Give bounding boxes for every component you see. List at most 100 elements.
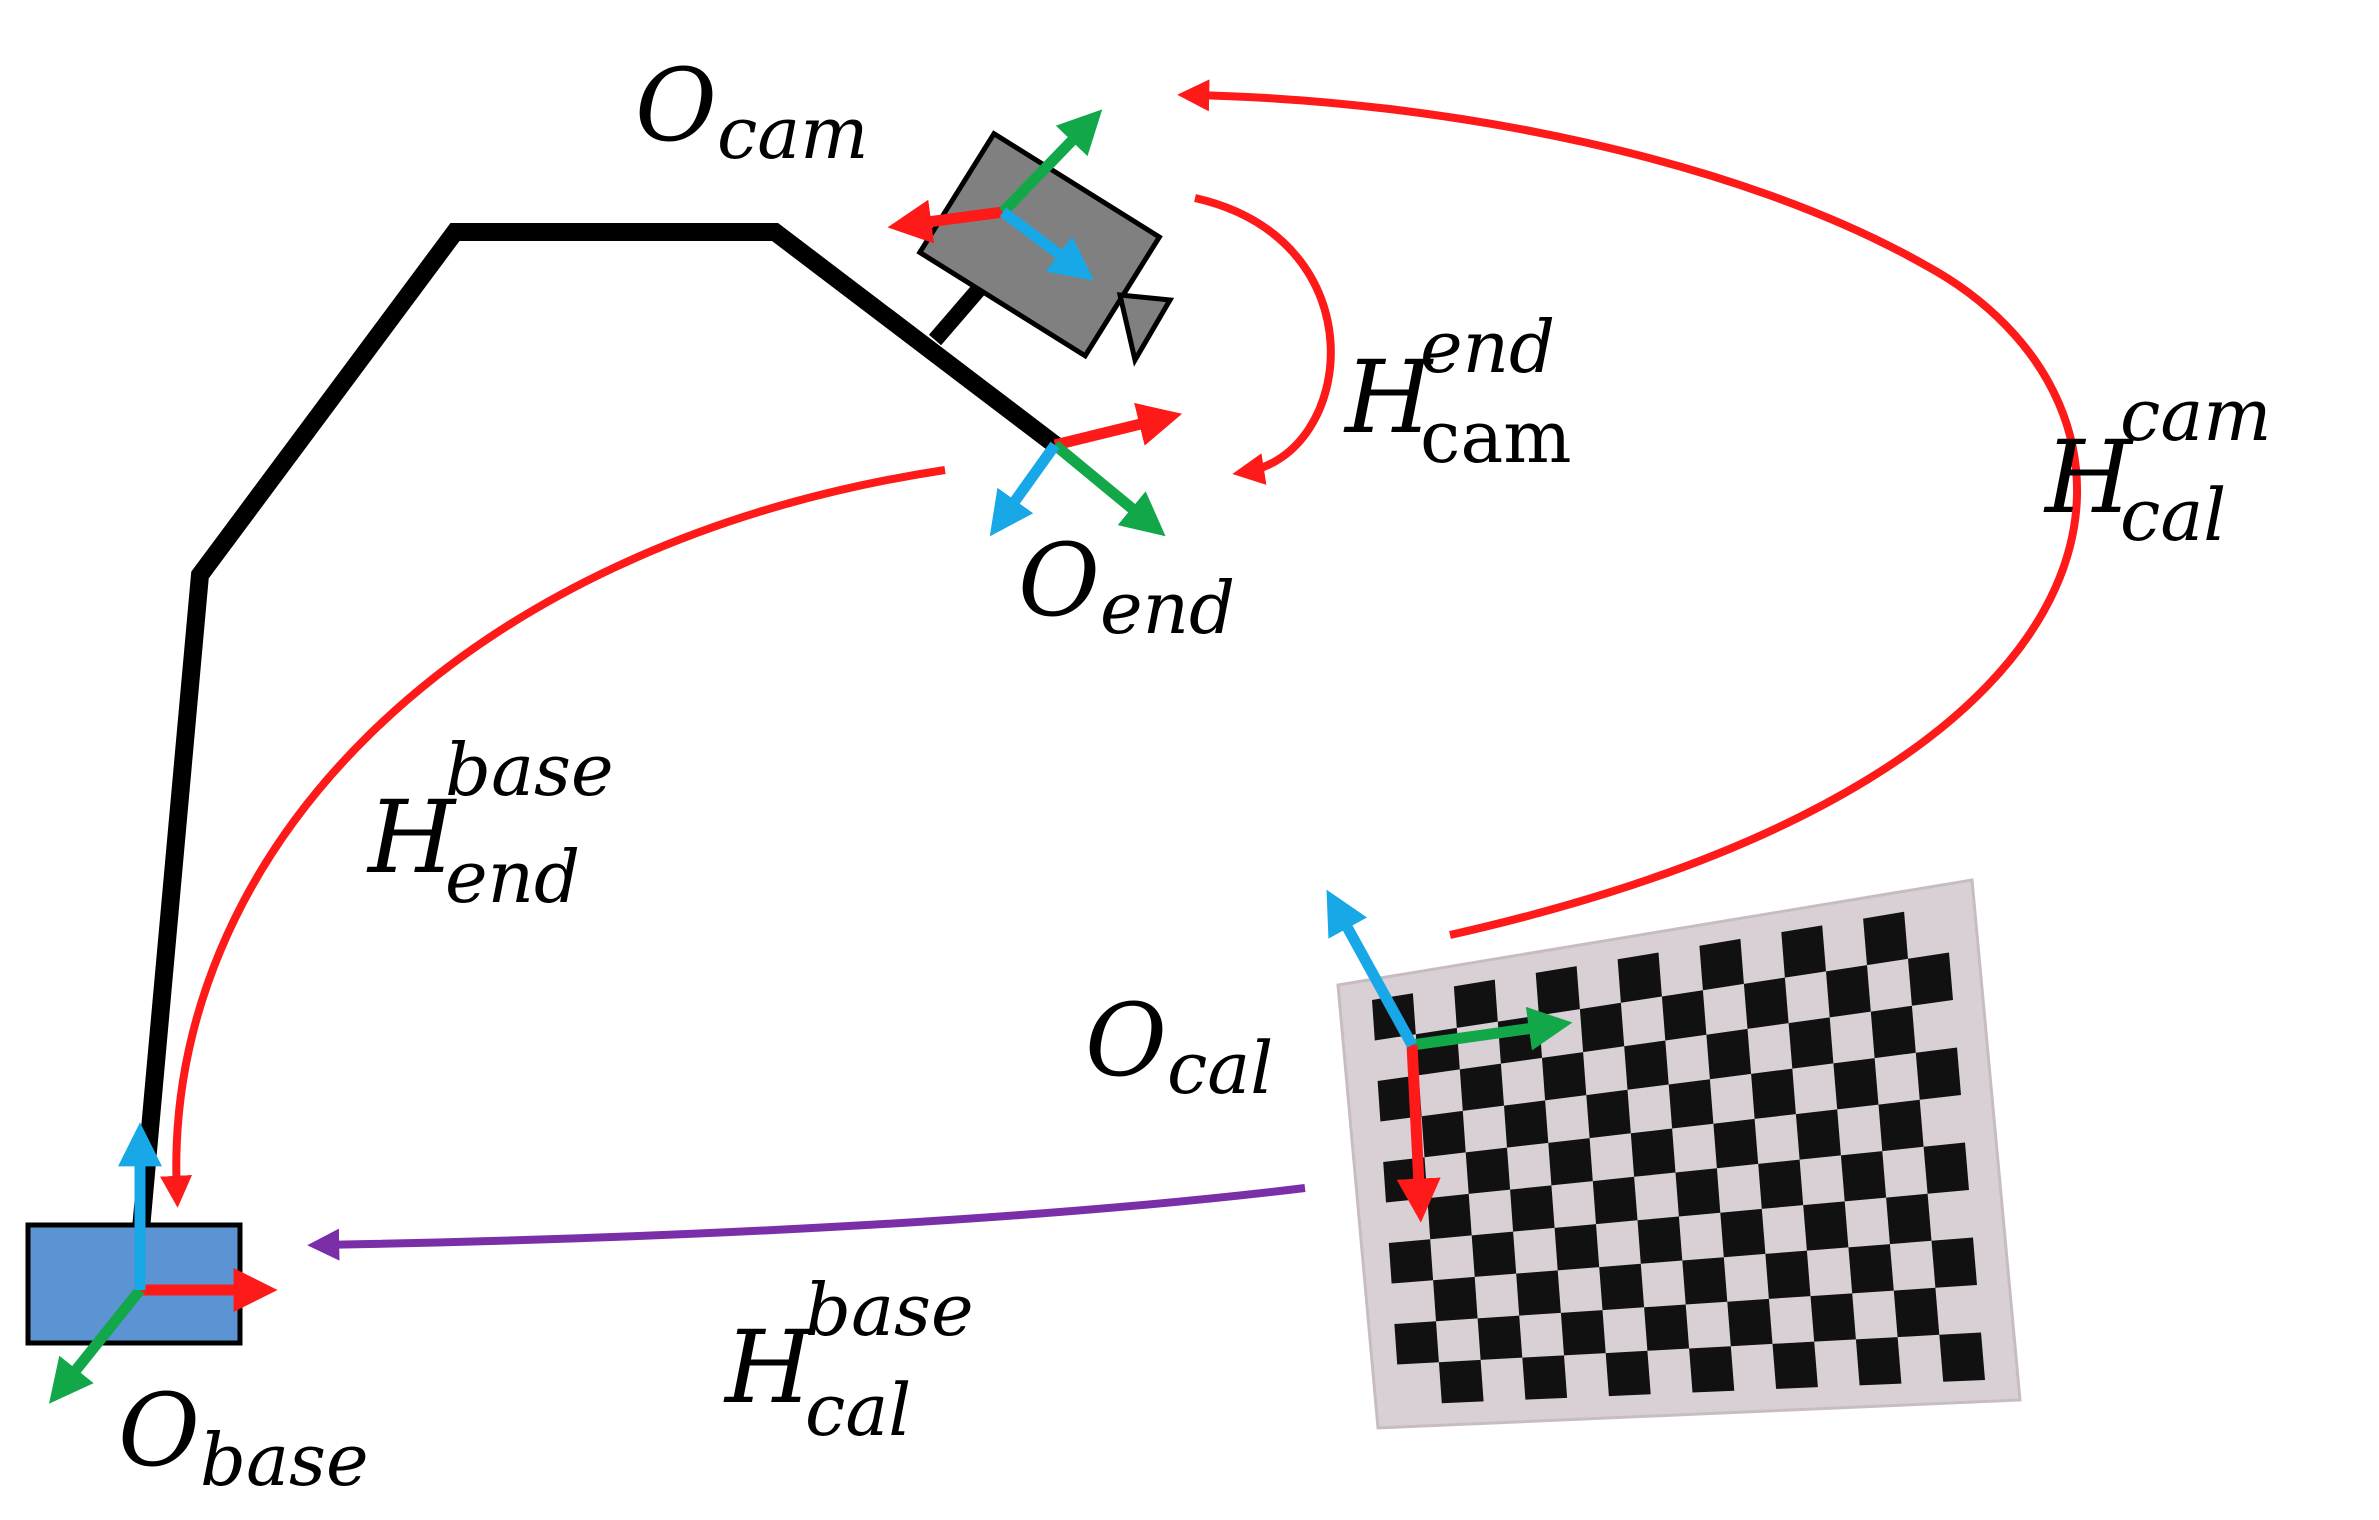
- svg-text:cal: cal: [2120, 473, 2226, 557]
- checker-square: [1477, 1315, 1523, 1360]
- label-h-cam-cal: H cam cal: [2043, 373, 2272, 557]
- checker-square: [1795, 1109, 1841, 1160]
- checker-square: [1893, 1287, 1940, 1338]
- checker-square: [1923, 1142, 1969, 1194]
- checker-square: [1689, 1346, 1735, 1393]
- checker-square: [1781, 925, 1826, 978]
- checker-square: [1743, 977, 1789, 1029]
- checker-square: [1388, 1239, 1434, 1284]
- checker-square: [1870, 1005, 1916, 1059]
- svg-text:H: H: [1343, 339, 1434, 456]
- checker-square: [1592, 1176, 1638, 1225]
- checker-square: [1833, 1058, 1879, 1110]
- checker-square: [1516, 1270, 1561, 1316]
- checker-square: [1855, 1337, 1902, 1386]
- checker-square: [1908, 952, 1953, 1006]
- checker-square: [1803, 1201, 1849, 1251]
- checker-square: [1706, 1028, 1752, 1080]
- checker-square: [1427, 1193, 1472, 1240]
- checkerboard-icon: [1336, 878, 2022, 1430]
- checker-square: [1394, 1321, 1439, 1365]
- checker-square: [1682, 1257, 1728, 1305]
- svg-text:end: end: [1420, 305, 1555, 389]
- checker-square: [1840, 1151, 1887, 1202]
- checker-square: [1810, 1293, 1856, 1342]
- arrow-h-base-end: [160, 466, 946, 1208]
- svg-text:end: end: [445, 835, 580, 919]
- checker-square: [1713, 1118, 1759, 1169]
- checker-square: [1644, 1304, 1690, 1351]
- label-h-base-cal: H base cal: [723, 1268, 974, 1452]
- label-o-cal: Ocal: [1085, 982, 1273, 1110]
- svg-text:H: H: [2043, 419, 2134, 536]
- checker-square: [1433, 1276, 1478, 1322]
- checker-square: [1459, 1063, 1504, 1111]
- svg-text:base: base: [445, 728, 614, 812]
- svg-text:H: H: [366, 779, 457, 896]
- end-frame-axes: [989, 402, 1183, 537]
- checker-square: [1727, 1298, 1773, 1347]
- cal-frame-axes: [1326, 889, 1573, 1223]
- label-h-end-cam: H end cam: [1343, 305, 1572, 479]
- checker-square: [1605, 1350, 1651, 1397]
- checker-square: [1560, 1310, 1606, 1356]
- checker-square: [1465, 1147, 1511, 1194]
- checker-square: [1878, 1099, 1924, 1152]
- cam-frame-axes: [887, 109, 1103, 281]
- arrow-h-base-cal: [307, 1184, 1306, 1261]
- checker-square: [1579, 1002, 1625, 1053]
- checker-square: [1915, 1047, 1961, 1100]
- camera-mount: [928, 276, 992, 346]
- checker-square: [1421, 1110, 1466, 1158]
- checker-square: [1471, 1231, 1517, 1277]
- checker-square: [1758, 1159, 1804, 1209]
- robot-arm: [131, 223, 1064, 1241]
- robot-base-icon: [25, 1222, 243, 1346]
- checker-square: [1826, 965, 1871, 1018]
- checker-square: [1668, 1079, 1714, 1129]
- checker-square: [1453, 979, 1498, 1028]
- checker-square: [1504, 1100, 1549, 1148]
- checker-square: [1886, 1193, 1932, 1245]
- svg-text:base: base: [805, 1268, 974, 1352]
- checker-square: [1522, 1355, 1568, 1400]
- checker-square: [1772, 1341, 1818, 1389]
- checker-square: [1720, 1208, 1766, 1258]
- checker-square: [1675, 1168, 1721, 1217]
- label-o-cam: Ocam: [635, 47, 869, 175]
- checker-square: [1624, 1040, 1669, 1090]
- checker-square: [1637, 1216, 1683, 1264]
- arrow-h-cam-cal: [1177, 79, 2082, 939]
- checker-square: [1510, 1185, 1555, 1232]
- label-o-base: Obase: [118, 1372, 369, 1502]
- checker-square: [1554, 1224, 1600, 1271]
- checker-square: [1548, 1138, 1593, 1186]
- checker-square: [1699, 938, 1744, 991]
- checker-square: [1751, 1068, 1796, 1119]
- checker-square: [1599, 1263, 1645, 1311]
- arrow-h-end-cam: [1194, 194, 1335, 485]
- checker-square: [1931, 1237, 1977, 1288]
- checker-square: [1765, 1250, 1811, 1299]
- checker-square: [1617, 952, 1662, 1003]
- checker-square: [1863, 911, 1908, 966]
- checker-cells: [1372, 911, 1985, 1404]
- checker-square: [1586, 1089, 1631, 1139]
- svg-text:H: H: [723, 1309, 814, 1426]
- checker-square: [1848, 1244, 1894, 1294]
- checker-square: [1788, 1017, 1834, 1069]
- svg-text:cal: cal: [805, 1368, 911, 1452]
- label-o-end: Oend: [1018, 522, 1235, 650]
- checker-square: [1438, 1359, 1484, 1404]
- checker-square: [1661, 990, 1707, 1041]
- label-h-base-end: H base end: [366, 728, 614, 919]
- calibration-board: [1336, 878, 2022, 1430]
- checker-square: [1939, 1332, 1985, 1382]
- svg-text:cam: cam: [1420, 395, 1572, 479]
- checker-square: [1535, 966, 1580, 1016]
- base-frame-axes: [49, 1122, 278, 1404]
- svg-text:cam: cam: [2120, 373, 2272, 457]
- checker-square: [1542, 1052, 1587, 1101]
- checker-square: [1630, 1128, 1676, 1177]
